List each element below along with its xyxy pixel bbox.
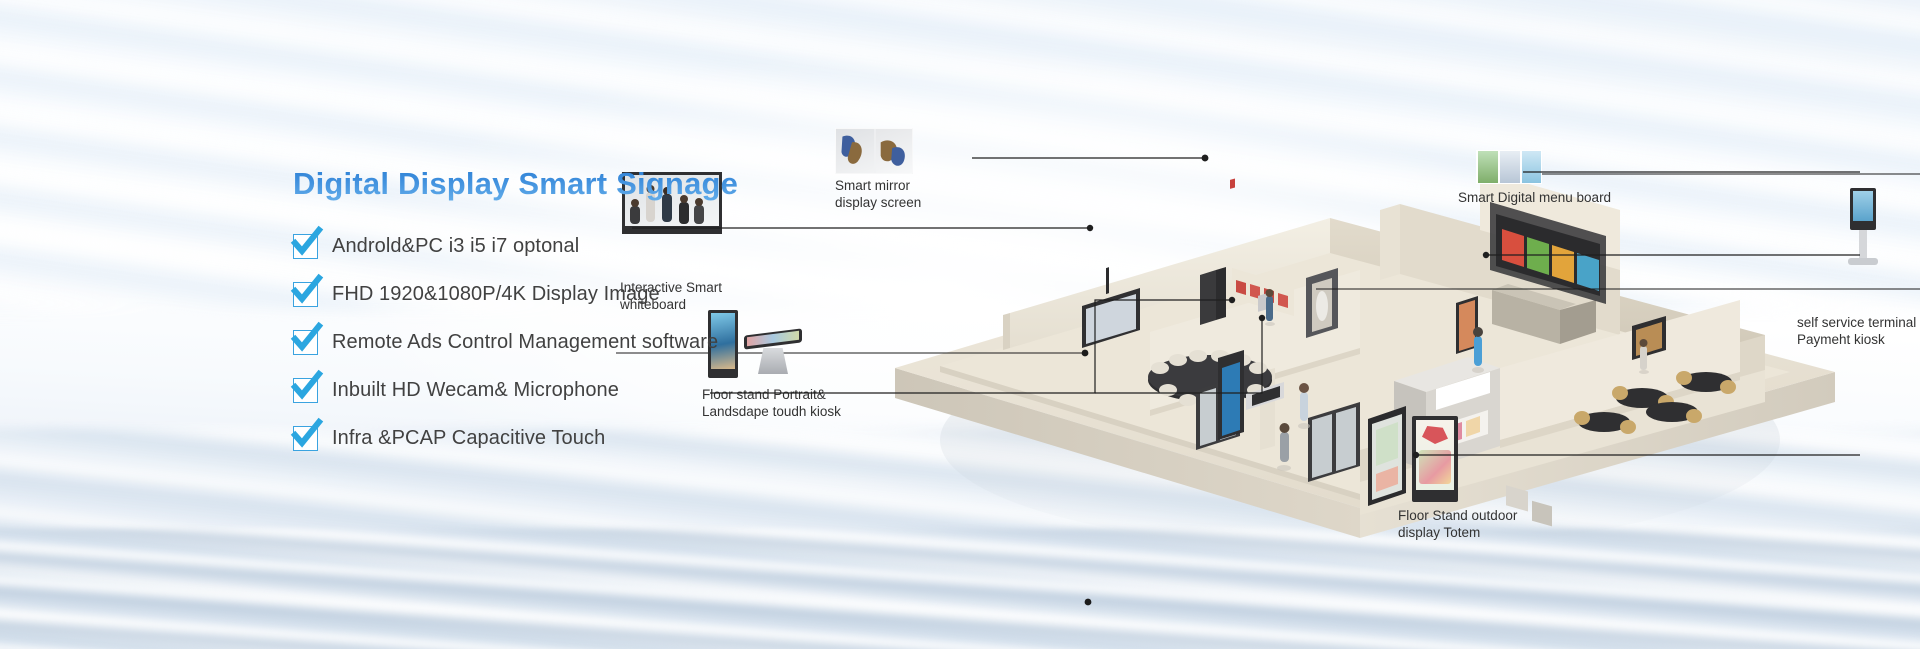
callout-label-outdoor-totem: Floor Stand outdoor display Totem (1398, 508, 1518, 540)
background-bottom-waves-2 (0, 529, 1920, 649)
list-item: Infra &PCAP Capacitive Touch (290, 414, 933, 462)
callout-label-self-service-terminal: self service terminal Paymeht kiosk (1797, 315, 1917, 347)
page-title: Digital Display Smart Signage (293, 166, 933, 202)
smart-mirror-thumbnail (835, 128, 913, 174)
callout-label-floor-stand-kiosk: Floor stand Portrait& Landsdape toudh ki… (702, 387, 841, 419)
checkbox-checked-icon (290, 321, 324, 355)
list-item: Remote Ads Control Management software (290, 318, 933, 366)
digital-menu-board-thumbnail (1476, 150, 1542, 184)
checkbox-checked-icon (290, 225, 324, 259)
feature-list: Androld&PC i3 i5 i7 optonal FHD 1920&108… (290, 222, 933, 462)
feature-label: FHD 1920&1080P/4K Display Image (332, 282, 660, 305)
left-content-panel: Digital Display Smart Signage Androld&PC… (290, 166, 933, 462)
checkbox-checked-icon (290, 417, 324, 451)
feature-label: Infra &PCAP Capacitive Touch (332, 426, 606, 449)
floor-stand-kiosk-thumbnail (708, 310, 808, 382)
callout-label-smart-mirror: Smart mirror display screen (835, 178, 922, 210)
isometric-floorplan-scene: Smart mirror display screen Interactive … (616, 110, 1920, 606)
interactive-whiteboard-thumbnail (622, 172, 722, 234)
feature-label: Androld&PC i3 i5 i7 optonal (332, 234, 580, 257)
callout-leader-lines-precise (632, 154, 1860, 459)
list-item: Androld&PC i3 i5 i7 optonal (290, 222, 933, 270)
list-item: FHD 1920&1080P/4K Display Image (290, 270, 933, 318)
checkbox-checked-icon (290, 369, 324, 403)
list-item: Inbuilt HD Wecam& Microphone (290, 366, 933, 414)
self-service-kiosk-thumbnail (1846, 188, 1880, 270)
feature-label: Remote Ads Control Management software (332, 330, 719, 353)
callout-label-digital-menu-board: Smart Digital menu board (1458, 190, 1612, 205)
checkbox-checked-icon (290, 273, 324, 307)
feature-label: Inbuilt HD Wecam& Microphone (332, 378, 619, 401)
callout-label-interactive-whiteboard: Interactive Smart whiteboard (620, 280, 723, 312)
